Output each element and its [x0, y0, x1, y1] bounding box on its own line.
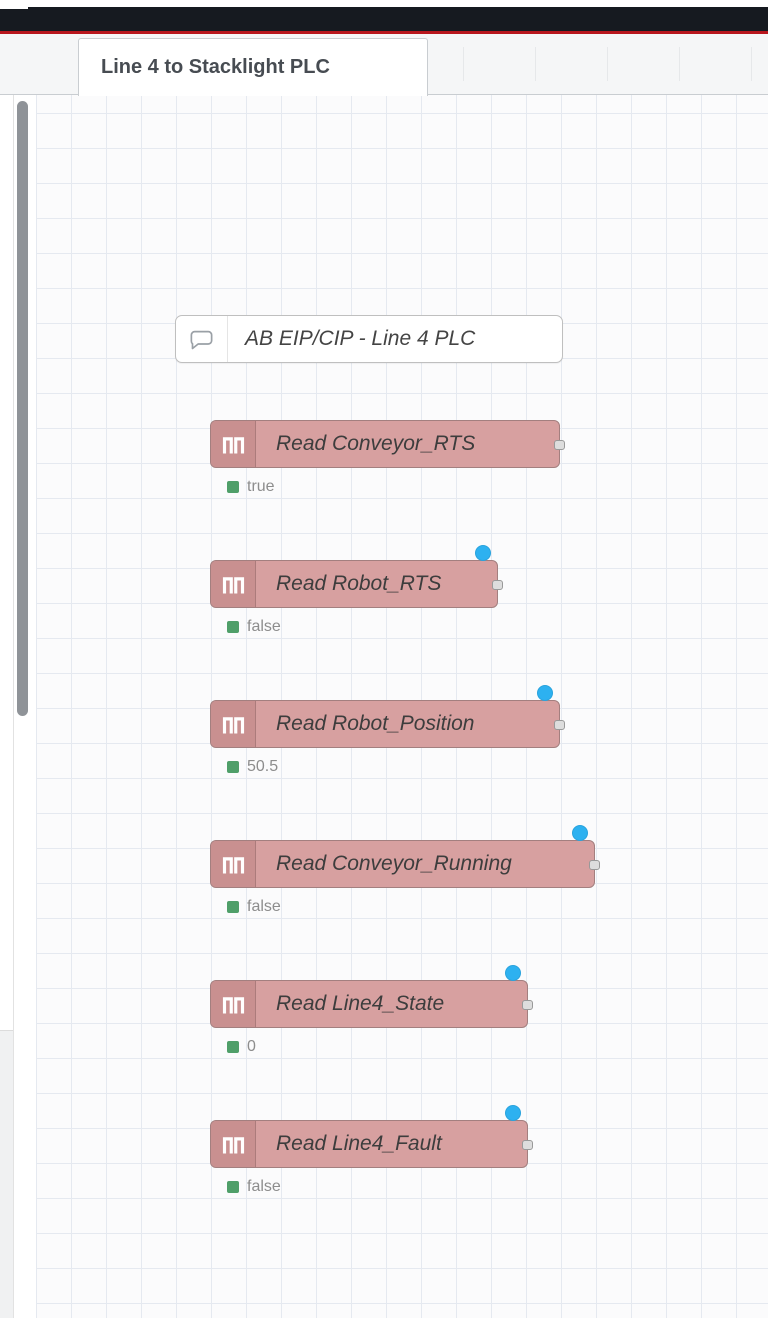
changed-indicator-icon	[505, 965, 521, 981]
status-text: true	[247, 478, 275, 495]
node-label: Read Robot_RTS	[276, 572, 442, 595]
top-white-strip	[0, 0, 768, 7]
speech-bubble-icon	[190, 330, 213, 349]
palette-strip-lower	[0, 1030, 13, 1318]
node-label: Read Conveyor_RTS	[276, 432, 476, 455]
node-icon-region	[211, 421, 256, 467]
header-corner-notch	[0, 0, 28, 9]
pulse-wave-icon	[222, 856, 244, 873]
status-dot-icon	[227, 481, 239, 493]
tab-line4-to-stacklight-plc[interactable]: Line 4 to Stacklight PLC	[78, 38, 428, 96]
status-text: 0	[247, 1038, 256, 1055]
status-dot-icon	[227, 621, 239, 633]
node-label: Read Conveyor_Running	[276, 852, 512, 875]
flow-node[interactable]: Read Conveyor_Running false	[210, 825, 600, 915]
tab-separator	[751, 47, 752, 81]
node-icon-region	[211, 701, 256, 747]
node-icon-region	[211, 561, 256, 607]
flow-canvas[interactable]: AB EIP/CIP - Line 4 PLC Read Conveyor_RT…	[36, 95, 768, 1318]
changed-indicator-icon	[475, 545, 491, 561]
node-status: false	[227, 898, 281, 916]
node-status: false	[227, 1178, 281, 1196]
node-status: 0	[227, 1038, 256, 1056]
pulse-wave-icon	[222, 576, 244, 593]
flow-node[interactable]: Read Robot_RTS false	[210, 545, 503, 635]
node-status: false	[227, 618, 281, 636]
node-label: Read Robot_Position	[276, 712, 475, 735]
output-port[interactable]	[589, 860, 600, 870]
node-label: Read Line4_State	[276, 992, 445, 1015]
output-port[interactable]	[522, 1000, 533, 1010]
tab-label: Line 4 to Stacklight PLC	[101, 56, 330, 78]
comment-icon-region	[176, 316, 228, 362]
node-status: true	[227, 478, 275, 496]
status-text: 50.5	[247, 758, 279, 775]
output-port[interactable]	[554, 440, 565, 450]
status-dot-icon	[227, 901, 239, 913]
pulse-wave-icon	[222, 716, 244, 733]
comment-label: AB EIP/CIP - Line 4 PLC	[245, 327, 476, 350]
output-port[interactable]	[522, 1140, 533, 1150]
node-icon-region	[211, 841, 256, 887]
status-dot-icon	[227, 1181, 239, 1193]
palette-strip	[0, 95, 14, 1318]
pulse-wave-icon	[222, 1136, 244, 1153]
tab-separator	[535, 47, 536, 81]
flow-node[interactable]: Read Robot_Position 50.5	[210, 685, 565, 775]
tab-separator	[607, 47, 608, 81]
changed-indicator-icon	[537, 685, 553, 701]
header-accent-line	[0, 31, 768, 34]
status-dot-icon	[227, 1041, 239, 1053]
status-text: false	[247, 618, 281, 635]
node-icon-region	[211, 1121, 256, 1167]
changed-indicator-icon	[572, 825, 588, 841]
pulse-wave-icon	[222, 436, 244, 453]
changed-indicator-icon	[505, 1105, 521, 1121]
workspace-tab-bar: Line 4 to Stacklight PLC	[0, 34, 768, 96]
palette-scrollbar-thumb[interactable]	[17, 101, 28, 716]
tab-separator	[679, 47, 680, 81]
pulse-wave-icon	[222, 996, 244, 1013]
app-header	[0, 7, 768, 31]
node-label: Read Line4_Fault	[276, 1132, 442, 1155]
comment-node[interactable]: AB EIP/CIP - Line 4 PLC	[175, 315, 563, 363]
node-icon-region	[211, 981, 256, 1027]
flow-node[interactable]: Read Conveyor_RTS true	[210, 420, 565, 495]
status-text: false	[247, 1178, 281, 1195]
tab-separator	[463, 47, 464, 81]
output-port[interactable]	[554, 720, 565, 730]
status-text: false	[247, 898, 281, 915]
flow-node[interactable]: Read Line4_State 0	[210, 965, 533, 1055]
output-port[interactable]	[492, 580, 503, 590]
status-dot-icon	[227, 761, 239, 773]
flow-node[interactable]: Read Line4_Fault false	[210, 1105, 533, 1195]
node-status: 50.5	[227, 758, 278, 776]
